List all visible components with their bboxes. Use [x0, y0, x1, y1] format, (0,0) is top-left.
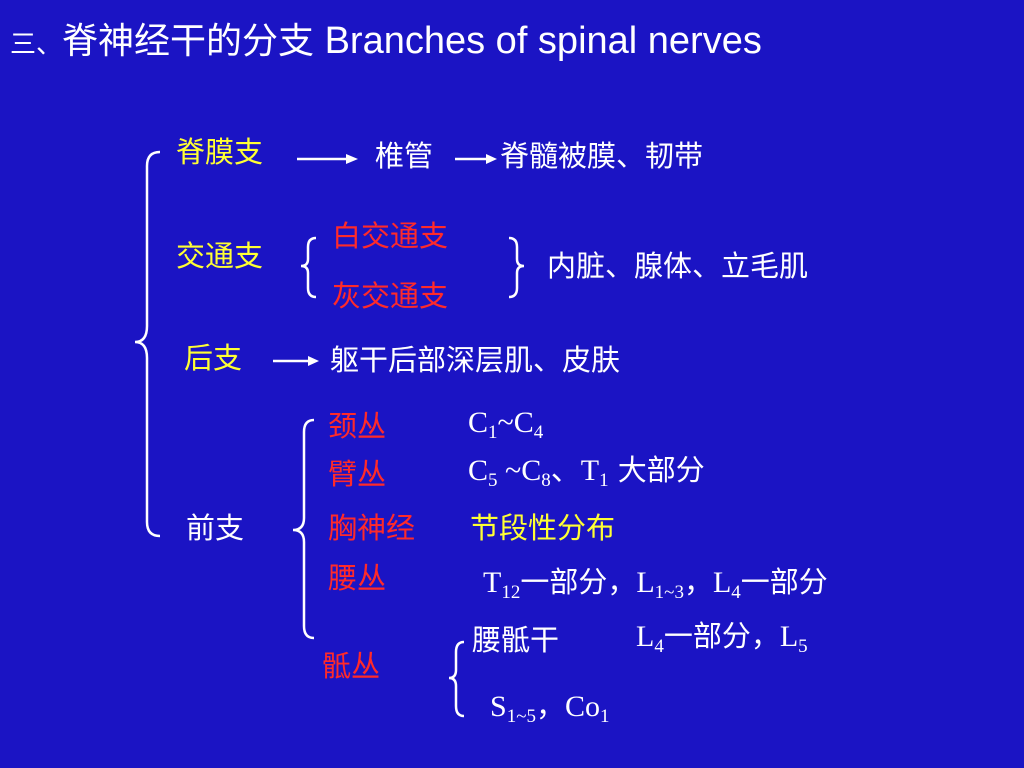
seg-number: 1~3 — [654, 582, 684, 603]
communicating-left-brace — [300, 236, 317, 299]
meningeal-branch-label: 脊膜支 — [176, 135, 264, 169]
seg-note: 一部分， — [663, 619, 780, 653]
seg-number: 8 — [541, 470, 551, 491]
sacral-segments: S1~5，Co1 — [490, 689, 610, 727]
title-english: Branches of spinal nerves — [314, 20, 762, 62]
anterior-brace — [292, 418, 315, 640]
lumbar-plexus-label: 腰丛 — [328, 561, 387, 595]
seg-letter: L — [636, 566, 655, 599]
seg-number: 1 — [488, 422, 498, 443]
seg-note: 一部分 — [740, 565, 828, 599]
seg-letter: C — [513, 406, 534, 439]
white-ramus-label: 白交通支 — [332, 219, 449, 253]
lumbar-plexus-segments: T12一部分，L1~3，L4一部分 — [483, 565, 828, 603]
cervical-plexus-label: 颈丛 — [328, 409, 387, 443]
seg-number: 1 — [600, 706, 610, 727]
seg-letter: C — [468, 454, 489, 487]
lumbosacral-trunk-segments: L4一部分，L5 — [636, 619, 808, 657]
main-brace — [134, 150, 161, 538]
sacral-plexus-label: 骶丛 — [322, 649, 381, 683]
meningeal-target-membranes: 脊髓被膜、韧带 — [500, 139, 704, 173]
canal-arrow-head — [486, 154, 497, 164]
page-title: 三、脊神经干的分支 Branches of spinal nerves — [10, 22, 762, 60]
seg-letter: T — [483, 566, 502, 599]
sacral-brace — [448, 640, 465, 718]
seg-separator: ~ — [497, 454, 522, 487]
seg-letter: T — [580, 454, 600, 487]
meningeal-target-canal: 椎管 — [375, 139, 434, 173]
seg-number: 4 — [654, 636, 664, 657]
seg-separator: 、 — [550, 454, 581, 487]
seg-letter: C — [468, 406, 489, 439]
seg-number: 5 — [488, 470, 498, 491]
seg-number: 12 — [501, 582, 521, 603]
gray-ramus-label: 灰交通支 — [332, 279, 449, 313]
seg-letter: S — [490, 690, 507, 723]
thoracic-nerves-distribution: 节段性分布 — [470, 511, 616, 545]
posterior-branch-label: 后支 — [184, 341, 243, 375]
seg-number: 4 — [731, 582, 741, 603]
seg-number: 1~5 — [506, 706, 536, 727]
seg-letter: L — [636, 620, 655, 653]
communicating-right-brace — [508, 236, 525, 299]
anterior-branch-label: 前支 — [186, 511, 245, 545]
seg-separator: ， — [683, 565, 713, 599]
seg-number: 5 — [798, 636, 808, 657]
seg-letter: L — [712, 566, 732, 599]
seg-note: 一部分， — [520, 565, 637, 599]
seg-separator: ~ — [497, 406, 514, 439]
communicating-branch-label: 交通支 — [176, 239, 264, 273]
title-chinese: 脊神经干的分支 — [62, 21, 315, 62]
seg-letter: C — [521, 454, 542, 487]
lumbosacral-trunk-label: 腰骶干 — [472, 623, 560, 657]
seg-number: 1 — [599, 470, 609, 491]
meningeal-arrow-head — [346, 154, 358, 164]
brachial-plexus-label: 臂丛 — [328, 457, 387, 491]
seg-letter: Co — [564, 690, 600, 723]
thoracic-nerves-label: 胸神经 — [328, 511, 416, 545]
seg-letter: L — [779, 620, 799, 653]
title-prefix: 三、 — [10, 30, 63, 60]
seg-number: 4 — [533, 422, 544, 443]
cervical-plexus-segments: C1~C4 — [468, 406, 543, 443]
posterior-targets: 躯干后部深层肌、皮肤 — [330, 343, 621, 377]
posterior-arrow-head — [308, 356, 319, 366]
seg-separator: ， — [535, 689, 565, 723]
brachial-plexus-segments: C5 ~C8、T1 大部分 — [468, 453, 705, 491]
communicating-targets: 内脏、腺体、立毛肌 — [547, 249, 809, 283]
seg-note: 大部分 — [608, 453, 705, 487]
